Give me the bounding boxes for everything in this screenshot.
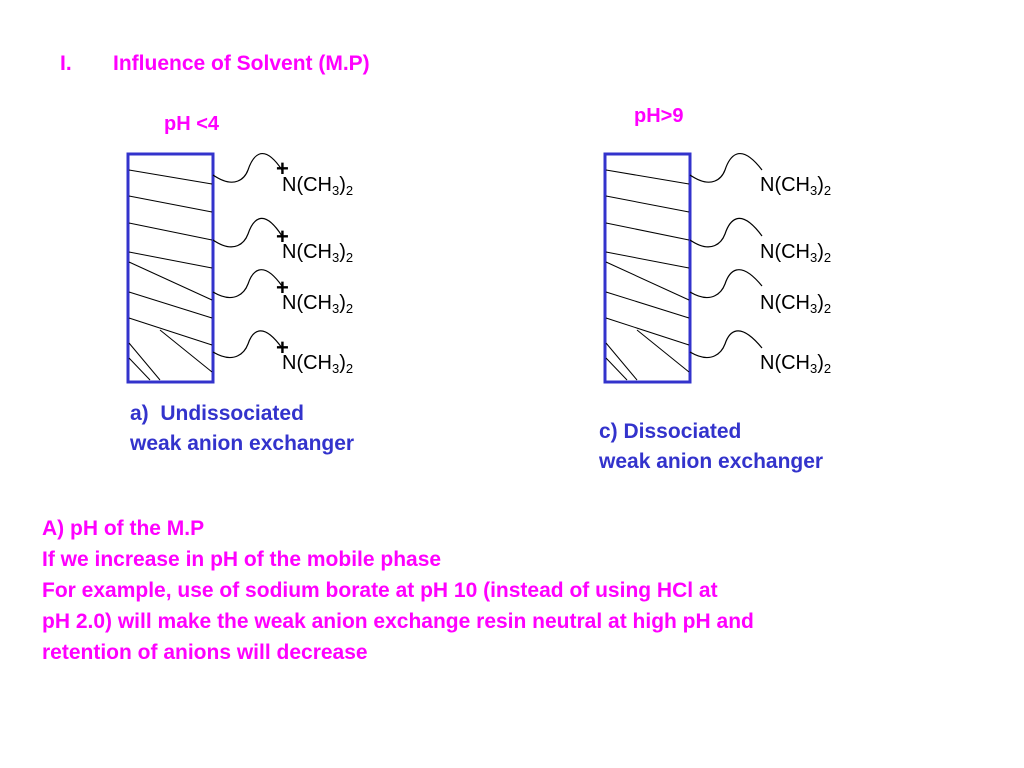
- positive-charge: +: [276, 275, 289, 300]
- positive-charge: +: [276, 156, 289, 181]
- resin-hatching-left: [128, 169, 213, 381]
- note-line-4: pH 2.0) will make the weak anion exchang…: [42, 610, 754, 633]
- heading-number: I.: [60, 52, 72, 75]
- amine-group-right-3: N(CH3)2: [760, 292, 832, 316]
- ph-label-right: pH>9: [634, 105, 684, 127]
- caption-left: a) Undissociated weak anion exchanger: [130, 399, 354, 459]
- note-line-5: retention of anions will decrease: [42, 641, 368, 664]
- resin-hatching-right: [605, 169, 690, 381]
- positive-charge: +: [276, 335, 289, 360]
- caption-left-line2: weak anion exchanger: [130, 432, 355, 455]
- ph-label-left: pH <4: [164, 113, 220, 135]
- note-line-3: For example, use of sodium borate at pH …: [42, 579, 718, 602]
- amine-group-left-4: N(CH3)2: [282, 352, 354, 376]
- amine-group-left-1: N(CH3)2: [282, 174, 354, 198]
- chains-left: [212, 153, 283, 358]
- caption-left-line1: Undissociated: [160, 402, 304, 425]
- resin-particle-left: [126, 152, 283, 384]
- amine-group-right-1: N(CH3)2: [760, 174, 832, 198]
- amine-group-right-4: N(CH3)2: [760, 352, 832, 376]
- amine-group-left-3: N(CH3)2: [282, 292, 354, 316]
- caption-right-line2: weak anion exchanger: [599, 450, 824, 473]
- caption-letter: a): [130, 402, 149, 425]
- amine-group-right-2: N(CH3)2: [760, 241, 832, 265]
- positive-charge: +: [276, 224, 289, 249]
- note-line-1: A) pH of the M.P: [42, 517, 205, 540]
- heading-title: Influence of Solvent (M.P): [113, 52, 370, 75]
- amine-group-left-2: N(CH3)2: [282, 241, 354, 265]
- notes-block: A) pH of the M.P If we increase in pH of…: [42, 513, 754, 668]
- caption-right-line1: c) Dissociated: [599, 420, 742, 443]
- resin-particle-right: [603, 152, 763, 384]
- note-line-2: If we increase in pH of the mobile phase: [42, 548, 442, 571]
- caption-right: c) Dissociated weak anion exchanger: [599, 417, 823, 477]
- chains-right: [689, 153, 763, 358]
